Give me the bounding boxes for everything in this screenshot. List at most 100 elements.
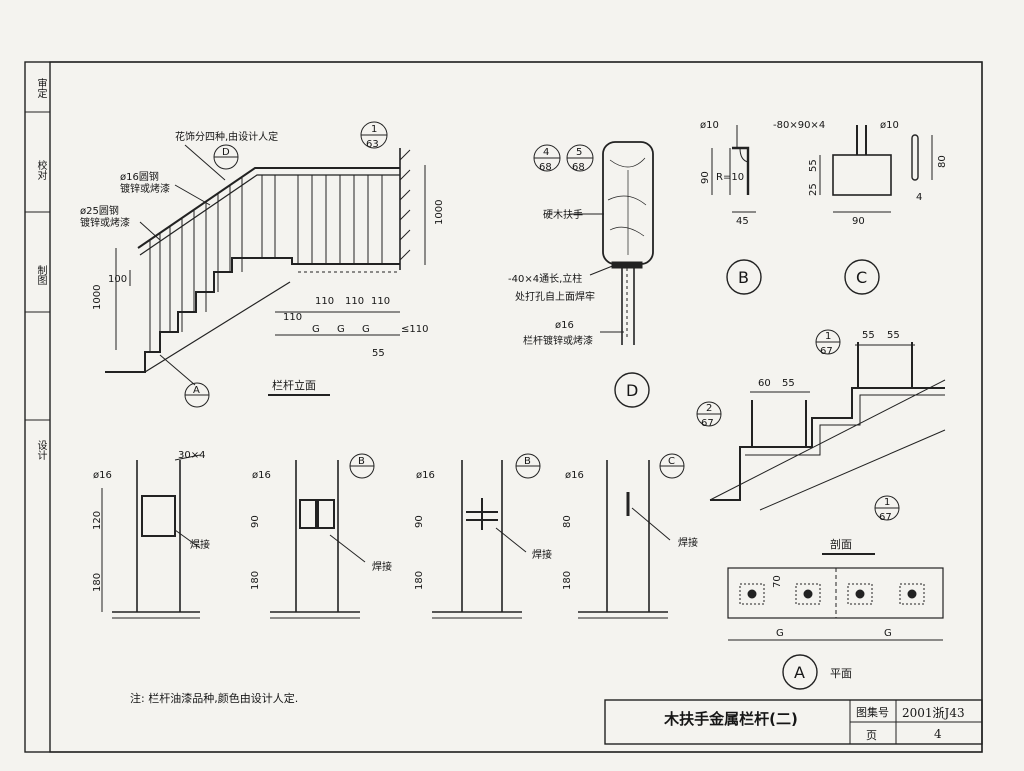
callout-d25b: 镀锌或烤漆 bbox=[80, 216, 130, 229]
callout-d16: ø16圆钢 bbox=[120, 170, 159, 183]
s-ref2: 2 bbox=[706, 403, 712, 414]
b-90: 90 bbox=[700, 171, 711, 184]
plan bbox=[727, 567, 944, 690]
p4-ref: C bbox=[668, 456, 675, 467]
atlas-value: 2001浙J43 bbox=[902, 706, 965, 720]
p3-90: 90 bbox=[414, 515, 425, 528]
ref-63: 63 bbox=[366, 139, 379, 150]
p3-weld: 焊接 bbox=[532, 548, 552, 561]
post-4 bbox=[578, 453, 685, 619]
tag-D: D bbox=[626, 381, 638, 400]
detail-d bbox=[533, 141, 654, 408]
plan-title: 平面 bbox=[830, 667, 852, 680]
title-block bbox=[604, 699, 983, 745]
post-details bbox=[101, 453, 685, 619]
dim-1000b: 1000 bbox=[434, 200, 445, 225]
p3-d16: ø16 bbox=[416, 470, 435, 481]
c-d10: ø10 bbox=[880, 120, 899, 131]
p1-180: 180 bbox=[92, 573, 103, 592]
p2-d16: ø16 bbox=[252, 470, 271, 481]
drawing-frame bbox=[49, 61, 983, 753]
sidebar-design: 设计 bbox=[35, 440, 46, 460]
p2-weld: 焊接 bbox=[372, 560, 392, 573]
p2-90: 90 bbox=[250, 515, 261, 528]
p4-80: 80 bbox=[562, 515, 573, 528]
s-ref67a: 67 bbox=[820, 346, 833, 357]
s-55c: 55 bbox=[887, 330, 900, 341]
ref-1: 1 bbox=[371, 124, 377, 135]
stair-elevation bbox=[105, 121, 426, 408]
c-90: 90 bbox=[852, 216, 865, 227]
p2-180: 180 bbox=[250, 571, 261, 590]
plan-labels: 70 G G A 平面 bbox=[772, 575, 892, 682]
footnote: 注: 栏杆油漆品种,颜色由设计人定. bbox=[130, 692, 299, 705]
dim-110b: 110 bbox=[315, 296, 334, 307]
detail-c bbox=[819, 125, 933, 295]
post-1 bbox=[101, 454, 201, 619]
s-ref1a: 1 bbox=[825, 331, 831, 342]
sidebar-draw: 制图 bbox=[35, 265, 46, 285]
post-3 bbox=[432, 453, 541, 619]
detail-b-labels: ø10 R=10 90 45 B bbox=[700, 120, 749, 287]
label-rail: 栏杆镀锌或烤漆 bbox=[523, 334, 593, 347]
c-plate: -80×90×4 bbox=[773, 120, 825, 131]
detail-d-labels: 4 68 5 68 硬木扶手 -40×4通长,立柱 处打孔自上面焊牢 ø16 栏… bbox=[508, 147, 638, 400]
c-25: 25 bbox=[808, 183, 819, 196]
p4-180: 180 bbox=[562, 571, 573, 590]
dim-G2: G bbox=[337, 324, 345, 335]
ref-68b: 68 bbox=[572, 162, 585, 173]
section-labels: 60 55 55 55 1 67 2 67 1 67 剖面 bbox=[701, 330, 900, 551]
s-ref67b: 67 bbox=[701, 418, 714, 429]
dim-110: 110 bbox=[283, 312, 302, 323]
ref-D: D bbox=[222, 147, 230, 158]
label-d16: ø16 bbox=[555, 320, 574, 331]
section bbox=[696, 329, 946, 555]
p-G1: G bbox=[776, 628, 784, 639]
post-labels: ø16 30×4 120 180 焊接 ø16 90 180 焊接 B ø16 … bbox=[92, 450, 698, 592]
atlas-label: 图集号 bbox=[856, 706, 889, 719]
s-55a: 55 bbox=[782, 378, 795, 389]
b-r10: R=10 bbox=[716, 172, 744, 183]
s-60: 60 bbox=[758, 378, 771, 389]
page-value: 4 bbox=[934, 727, 942, 741]
p-G2: G bbox=[884, 628, 892, 639]
detail-c-labels: -80×90×4 ø10 25 55 90 4 80 C bbox=[773, 120, 948, 287]
callout-d16b: 镀锌或烤漆 bbox=[120, 182, 170, 195]
c-4: 4 bbox=[916, 192, 922, 203]
stair-title: 栏杆立面 bbox=[272, 378, 316, 392]
dim-100: 100 bbox=[108, 274, 127, 285]
dim-110c: 110 bbox=[345, 296, 364, 307]
c-80: 80 bbox=[937, 155, 948, 168]
drawing-title: 木扶手金属栏杆(二) bbox=[664, 710, 798, 728]
ref-4: 4 bbox=[543, 147, 549, 158]
page-label: 页 bbox=[866, 729, 877, 742]
p1-120: 120 bbox=[92, 511, 103, 530]
detail-b bbox=[711, 125, 762, 295]
p1-d16: ø16 bbox=[93, 470, 112, 481]
callout-flower: 花饰分四种,由设计人定 bbox=[175, 130, 278, 143]
stair-labels: 花饰分四种,由设计人定 ø16圆钢 镀锌或烤漆 ø25圆钢 镀锌或烤漆 1000… bbox=[80, 124, 445, 396]
ref-68a: 68 bbox=[539, 162, 552, 173]
s-ref67c: 67 bbox=[879, 512, 892, 523]
p3-180: 180 bbox=[414, 571, 425, 590]
s-ref1b: 1 bbox=[884, 497, 890, 508]
b-d10: ø10 bbox=[700, 120, 719, 131]
label-flat2: 处打孔自上面焊牢 bbox=[515, 290, 595, 303]
p4-d16: ø16 bbox=[565, 470, 584, 481]
tag-C: C bbox=[856, 268, 867, 287]
p-70: 70 bbox=[772, 575, 783, 588]
dim-G1: G bbox=[312, 324, 320, 335]
sidebar-approve: 审定 bbox=[35, 78, 46, 98]
b-45: 45 bbox=[736, 216, 749, 227]
p3-ref: B bbox=[524, 456, 531, 467]
s-55b: 55 bbox=[862, 330, 875, 341]
ref-5: 5 bbox=[576, 147, 582, 158]
tag-B: B bbox=[738, 268, 749, 287]
post-2 bbox=[270, 453, 375, 619]
ref-A: A bbox=[193, 385, 200, 396]
p1-30x4: 30×4 bbox=[178, 450, 205, 461]
p2-ref: B bbox=[358, 456, 365, 467]
p4-weld: 焊接 bbox=[678, 536, 698, 549]
callout-d25: ø25圆钢 bbox=[80, 204, 119, 217]
